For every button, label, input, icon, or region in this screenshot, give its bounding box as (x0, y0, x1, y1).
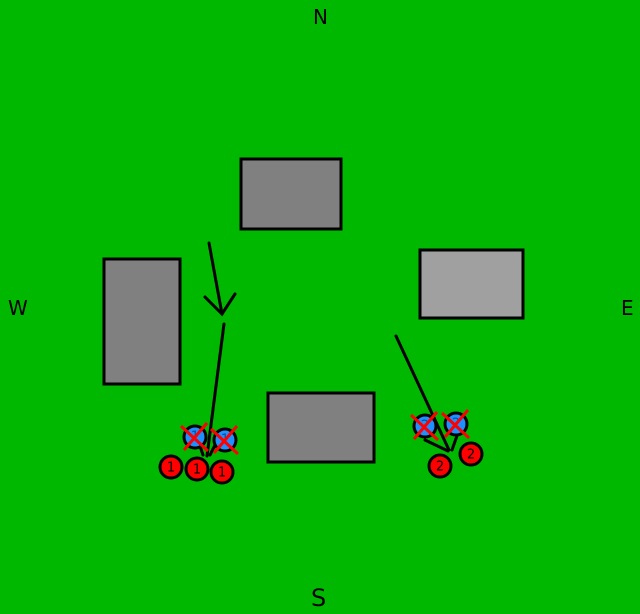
eliminated-x-icon (412, 411, 439, 440)
building-south (266, 391, 376, 464)
compass-east: E (621, 296, 634, 320)
blue-unit[interactable]: 2 (409, 411, 440, 442)
red-unit-label: 2 (436, 460, 444, 475)
movement-arrow-shaft (207, 241, 224, 316)
building-east (418, 248, 525, 320)
eliminated-x-icon (212, 425, 239, 454)
red-unit[interactable]: 2 (458, 441, 484, 467)
red-unit-marker (184, 456, 210, 482)
red-unit-label: 1 (167, 461, 175, 476)
attack-line (423, 438, 450, 453)
red-unit-marker (458, 441, 484, 467)
eliminated-x-icon (443, 409, 470, 438)
red-unit-label: 2 (467, 448, 475, 463)
attack-line (394, 334, 451, 452)
compass-west: W (8, 296, 28, 320)
attack-line (205, 322, 226, 458)
red-unit-marker (158, 454, 184, 480)
red-unit[interactable]: 1 (209, 459, 235, 485)
red-unit-label: 1 (218, 466, 226, 481)
red-unit[interactable]: 1 (158, 454, 184, 480)
compass-north: N (313, 5, 328, 29)
arrowhead-icon (203, 292, 237, 317)
building-north (239, 157, 343, 231)
red-unit[interactable]: 1 (184, 456, 210, 482)
eliminated-x-icon (182, 422, 209, 451)
blue-unit[interactable]: 1 (209, 425, 240, 456)
red-unit[interactable]: 2 (427, 453, 453, 479)
red-unit-marker (209, 459, 235, 485)
blue-unit[interactable]: 2 (440, 409, 471, 440)
red-unit-label: 1 (193, 463, 201, 478)
blue-unit[interactable]: 1 (179, 422, 210, 453)
compass-south: S (311, 584, 327, 612)
building-west (102, 257, 182, 386)
red-unit-marker (427, 453, 453, 479)
